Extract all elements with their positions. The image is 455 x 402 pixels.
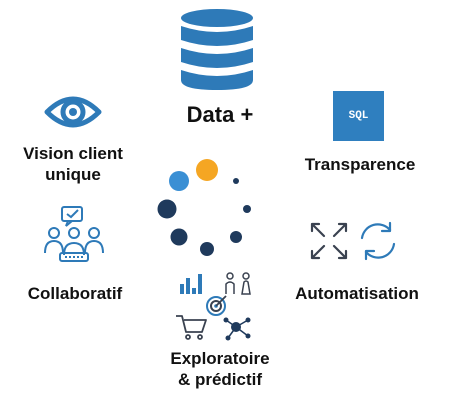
- dot-navy-1: [157, 199, 177, 219]
- dot-orange: [196, 159, 218, 181]
- analytics-cluster-icon: [176, 272, 251, 341]
- cart-icon: [176, 315, 207, 340]
- eye-icon: [44, 96, 102, 128]
- bar-chart-icon: [180, 274, 202, 294]
- expand-sync-icon: [310, 221, 396, 261]
- sql-icon: SQL: [333, 91, 384, 141]
- label-exploratoire-line2: & prédictif: [177, 370, 263, 389]
- team-chat-icon: [44, 206, 104, 262]
- target-icon: [206, 295, 227, 316]
- dot-navy-5: [243, 205, 251, 213]
- label-vision-client: Vision client unique: [8, 143, 138, 185]
- dot-navy-2: [170, 228, 188, 246]
- label-vision-line1: Vision client: [23, 144, 123, 163]
- label-transparence: Transparence: [304, 155, 416, 174]
- database-icon: [181, 9, 253, 90]
- dot-light-blue: [169, 171, 189, 191]
- label-exploratoire: Exploratoire & prédictif: [150, 348, 290, 390]
- network-icon: [223, 317, 251, 341]
- dot-navy-6: [233, 178, 239, 184]
- center-title: Data +: [186, 102, 254, 127]
- sql-icon-text: SQL: [348, 110, 369, 122]
- label-automatisation: Automatisation: [295, 284, 419, 303]
- label-vision-line2: unique: [45, 165, 101, 184]
- label-exploratoire-line1: Exploratoire: [170, 349, 270, 368]
- dot-navy-4: [230, 231, 242, 243]
- loading-dots-icon: [157, 159, 251, 256]
- dot-navy-3: [200, 242, 214, 256]
- people-icon: [225, 272, 251, 295]
- label-collaboratif: Collaboratif: [27, 284, 123, 303]
